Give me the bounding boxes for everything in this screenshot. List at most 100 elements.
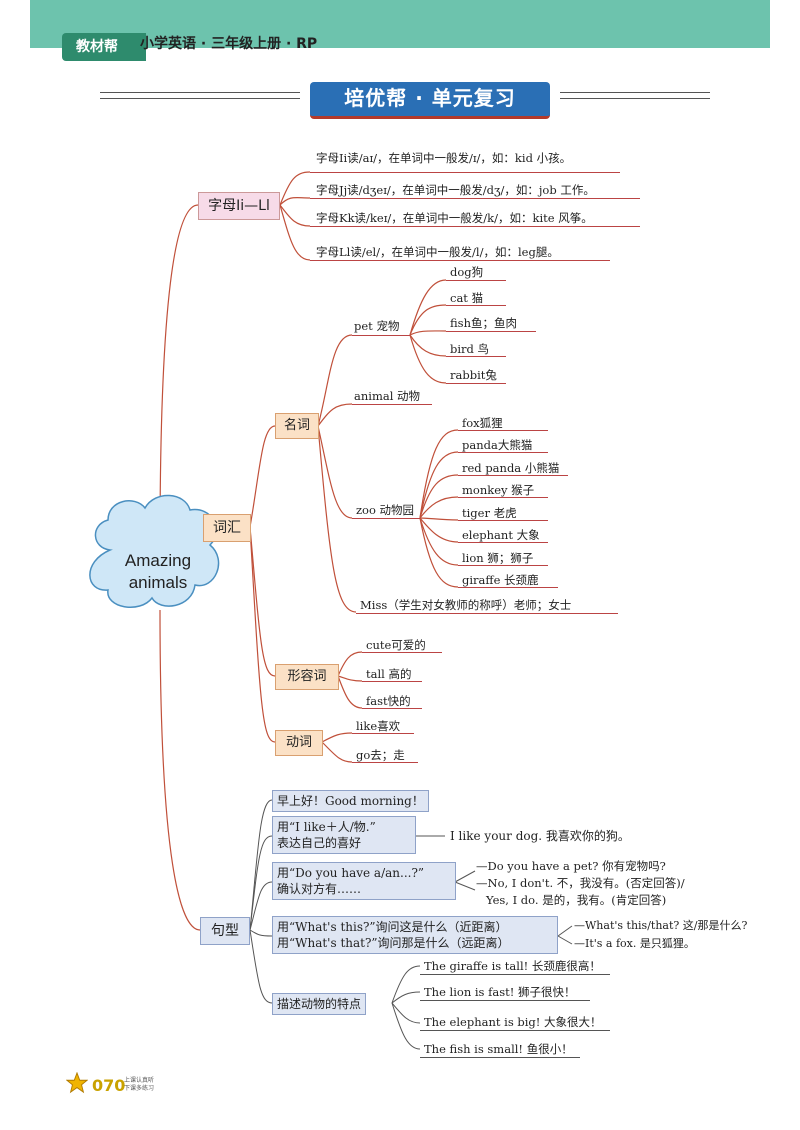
describe-underline (420, 1000, 590, 1001)
describe-lion: The lion is fast! 狮子很快！ (424, 985, 576, 999)
zoo-item-underline (458, 452, 548, 453)
letters-node: 字母Ii—Ll (198, 192, 280, 220)
footer-note-line1: 上课认真听 (124, 1077, 155, 1084)
breadcrumb: 小学英语 · 三年级上册 · RP (140, 36, 318, 52)
brand-tab: 教材帮 (62, 33, 146, 61)
adj-cute: cute可爱的 (366, 638, 426, 652)
like-pattern-line1: 用“I like＋人/物.” (277, 820, 376, 834)
cloud-shape (89, 494, 220, 608)
footer-note: 上课认真听 下课多练习 (124, 1077, 154, 1093)
zoo-item-underline (458, 497, 548, 498)
pet-item-rabbit: rabbit兔 (450, 368, 497, 382)
section-title-bar: 培优帮 · 单元复习 (310, 82, 550, 119)
like-pattern-line2: 表达自己的喜好 (277, 836, 362, 850)
miss-underline (356, 613, 618, 614)
zoo-item-tiger: tiger 老虎 (462, 506, 517, 520)
adjectives-node: 形容词 (275, 664, 339, 690)
miss-word: Miss（学生对女教师的称呼）老师；女士 (360, 598, 572, 612)
zoo-item-underline (458, 475, 568, 476)
have-example-1: —Do you have a pet? 你有宠物吗? (476, 859, 666, 873)
have-example-2: —No, I don't. 不，我没有。(否定回答)/ (476, 876, 685, 890)
letter-rule-ii: 字母Ii读/aɪ/，在单词中一般发/ɪ/，如：kid 小孩。 (316, 151, 572, 165)
zoo-item-underline (458, 587, 558, 588)
verb-underline (352, 762, 418, 763)
vocab-node: 词汇 (203, 514, 251, 542)
describe-underline (420, 1030, 610, 1031)
zoo-item-monkey: monkey 猴子 (462, 483, 535, 497)
like-example: I like your dog. 我喜欢你的狗。 (450, 829, 630, 843)
title-rule-right (560, 92, 710, 93)
letter-rule-underline (310, 172, 620, 173)
zoo-item-red-panda: red panda 小熊猫 (462, 461, 560, 475)
like-pattern: 用“I like＋人/物.” 表达自己的喜好 (272, 816, 416, 854)
page-number: 070 (92, 1076, 126, 1095)
animal-word: animal 动物 (354, 389, 421, 403)
pet-item-bird: bird 鸟 (450, 342, 490, 356)
zoo-item-fox: fox狐狸 (462, 416, 503, 430)
root-line2: animals (128, 573, 188, 592)
zoo-item-underline (458, 542, 548, 543)
pet-item-dog: dog狗 (450, 265, 484, 279)
describe-giraffe: The giraffe is tall! 长颈鹿很高！ (424, 959, 601, 973)
pet-underline (352, 335, 410, 336)
pet-node: pet 宠物 (354, 319, 400, 333)
greeting-pattern: 早上好！Good morning！ (272, 790, 429, 812)
describe-fish: The fish is small! 鱼很小！ (424, 1042, 573, 1056)
have-pattern: 用“Do you have a/an...?” 确认对方有…… (272, 862, 456, 900)
adj-fast: fast快的 (366, 694, 411, 708)
have-example-3: Yes, I do. 是的，我有。(肯定回答) (486, 893, 667, 907)
zoo-item-underline (458, 430, 548, 431)
adj-underline (362, 708, 422, 709)
verbs-node: 动词 (275, 730, 323, 756)
letter-rule-underline (310, 198, 640, 199)
what-pattern-line2: 用“What's that?”询问那是什么（远距离） (277, 936, 510, 950)
have-pattern-line1: 用“Do you have a/an...?” (277, 866, 425, 880)
pet-item-underline (446, 331, 536, 332)
zoo-item-underline (458, 520, 548, 521)
adj-underline (362, 681, 422, 682)
pet-item-underline (446, 305, 506, 306)
have-pattern-line2: 确认对方有…… (277, 882, 362, 896)
zoo-item-giraffe: giraffe 长颈鹿 (462, 573, 539, 587)
zoo-underline (352, 518, 420, 519)
verb-like: like喜欢 (356, 719, 401, 733)
letter-rule-kk: 字母Kk读/keɪ/，在单词中一般发/k/，如：kite 风筝。 (316, 211, 593, 225)
pet-item-underline (446, 383, 506, 384)
root-line1: Amazing (124, 551, 192, 570)
letter-rule-jj: 字母Jj读/dʒeɪ/，在单词中一般发/dʒ/，如：job 工作。 (316, 183, 595, 197)
zoo-item-lion: lion 狮；狮子 (462, 551, 534, 565)
pet-item-underline (446, 356, 506, 357)
describe-underline (420, 1057, 580, 1058)
root-topic: Amazing animals (108, 550, 208, 594)
describe-elephant: The elephant is big! 大象很大！ (424, 1015, 602, 1029)
what-pattern-line1: 用“What's this?”询问这是什么（近距离） (277, 920, 508, 934)
zoo-node: zoo 动物园 (356, 503, 415, 517)
adj-tall: tall 高的 (366, 667, 412, 681)
describe-underline (420, 974, 610, 975)
what-pattern: 用“What's this?”询问这是什么（近距离） 用“What's that… (272, 916, 558, 954)
zoo-item-panda: panda大熊猫 (462, 438, 533, 452)
title-rule-right-2 (560, 98, 710, 99)
title-rule-left (100, 92, 300, 93)
pet-item-cat: cat 猫 (450, 291, 484, 305)
header-strip (30, 0, 770, 48)
letter-rule-underline (310, 226, 640, 227)
animal-underline (352, 404, 432, 405)
verb-go: go去；走 (356, 748, 405, 762)
zoo-item-underline (458, 565, 548, 566)
zoo-item-elephant: elephant 大象 (462, 528, 540, 542)
pet-item-underline (446, 280, 506, 281)
describe-pattern: 描述动物的特点 (272, 993, 367, 1015)
star-icon (66, 1072, 88, 1094)
section-title: 培优帮 · 单元复习 (344, 86, 516, 110)
verb-underline (352, 733, 414, 734)
what-example-2: —It's a fox. 是只狐狸。 (574, 937, 695, 950)
nouns-node: 名词 (275, 413, 319, 439)
what-example-1: —What's this/that? 这/那是什么? (574, 919, 748, 932)
sentences-node: 句型 (200, 917, 250, 945)
title-rule-left-2 (100, 98, 300, 99)
letter-rule-underline (310, 260, 610, 261)
footer-note-line2: 下课多练习 (124, 1085, 155, 1092)
adj-underline (362, 652, 442, 653)
